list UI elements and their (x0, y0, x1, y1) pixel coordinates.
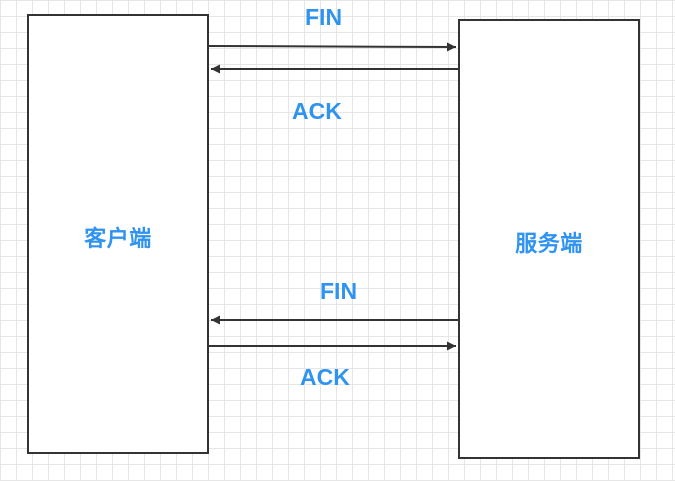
ack-label-2: ACK (300, 364, 350, 390)
client-box: 客户端 (27, 14, 209, 454)
fin-arrow-client-to-server (208, 42, 457, 52)
client-label: 客户端 (84, 227, 152, 252)
fin-label-1: FIN (305, 4, 343, 30)
server-label: 服务端 (515, 232, 583, 257)
ack-label-1: ACK (292, 98, 342, 124)
fin-label-2: FIN (320, 278, 358, 304)
server-box: 服务端 (458, 19, 640, 459)
